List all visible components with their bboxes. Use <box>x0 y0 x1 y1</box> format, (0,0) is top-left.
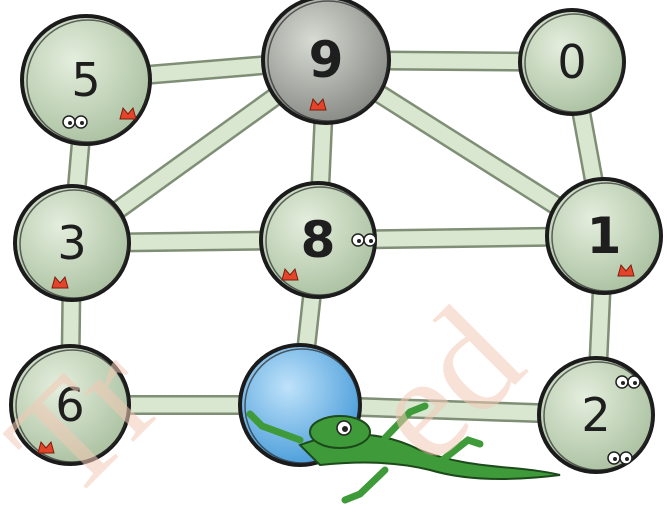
eyes-icon <box>615 375 641 389</box>
stone-number: 5 <box>71 53 100 107</box>
stone-number: 3 <box>57 216 86 270</box>
stone-0: 0 <box>518 8 626 116</box>
stone-number: 1 <box>587 207 622 265</box>
bug-icon <box>51 275 69 289</box>
bug-icon <box>37 440 55 454</box>
stone-number: 8 <box>301 211 336 269</box>
stone-number: 2 <box>581 388 610 442</box>
stone-1: 1 <box>545 177 663 295</box>
eyes-icon <box>62 115 88 129</box>
stone-8: 8 <box>259 181 377 299</box>
stone-3: 3 <box>13 184 131 302</box>
stone-2: 2 <box>537 356 655 474</box>
stone-number: 9 <box>309 31 344 89</box>
lizard-icon <box>246 402 561 504</box>
eyes-icon <box>351 233 377 247</box>
stone-6: 6 <box>9 344 131 466</box>
bug-icon <box>309 97 327 111</box>
eyes-icon <box>607 451 633 465</box>
stone-number: 6 <box>55 378 84 432</box>
stone-number: 0 <box>557 35 586 89</box>
stone-9: 9 <box>261 0 391 125</box>
bug-icon <box>617 263 635 277</box>
svg-text:Tr: Tr <box>0 315 190 518</box>
decorations <box>37 97 641 504</box>
stone-5: 5 <box>20 14 152 146</box>
bug-icon <box>119 106 137 120</box>
bug-icon <box>281 267 299 281</box>
